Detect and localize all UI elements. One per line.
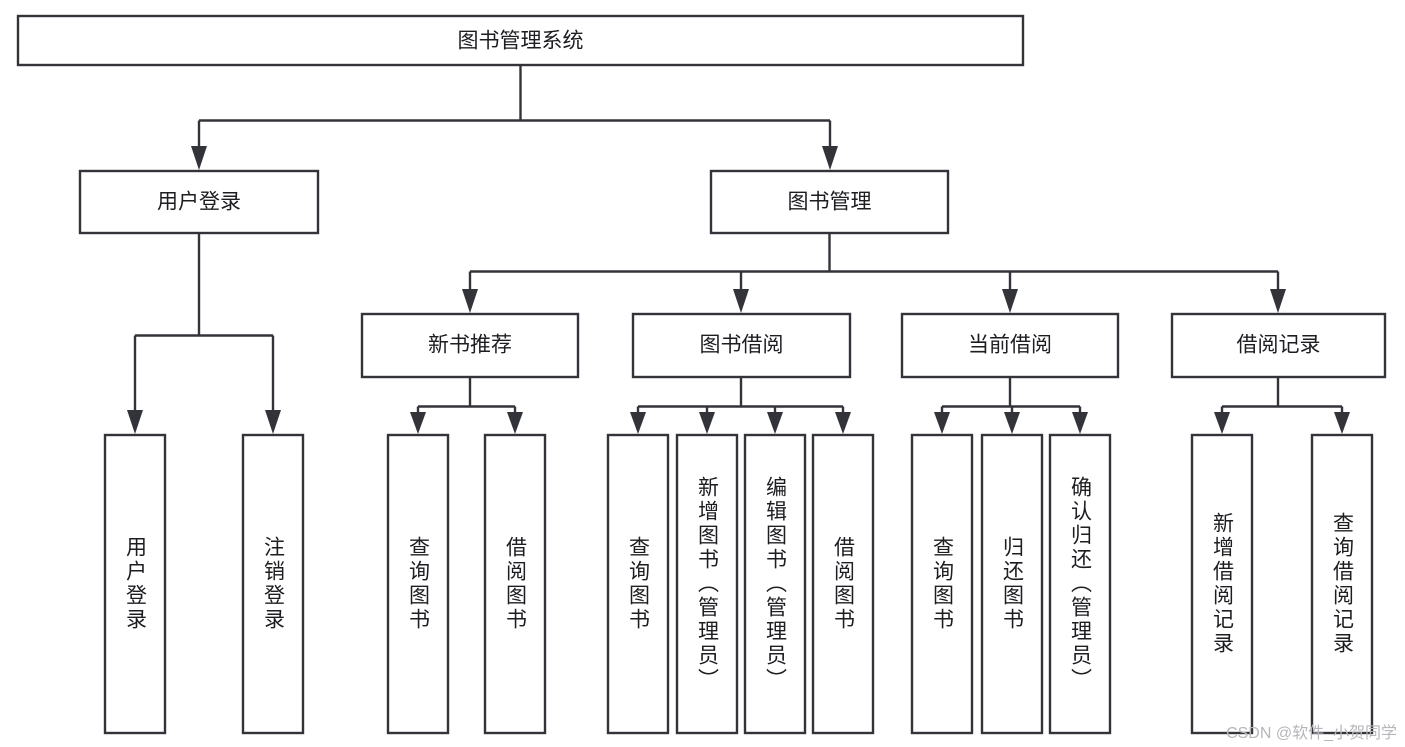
arrow-to-leaf-borrow-book [835,412,851,434]
node-leaf-query-book-current-box [910,433,974,735]
node-leaf-confirm-return-admin-box [1048,433,1112,735]
node-new-book-recommend-label: 新书推荐 [428,334,512,357]
node-leaf-add-borrow-record[interactable] [1190,433,1254,735]
node-current-borrow-box [900,312,1120,379]
node-user-login[interactable]: 用户登录 [78,169,320,235]
node-leaf-query-book-borrow[interactable] [606,433,670,735]
arrow-to-borrow-record [1270,289,1286,313]
node-user-login-label: 用户登录 [157,191,241,214]
node-leaf-user-login[interactable] [103,433,167,735]
node-leaf-query-book-current[interactable] [910,433,974,735]
node-book-borrow-label: 图书借阅 [700,334,784,357]
node-leaf-query-book-recommend[interactable] [386,433,450,735]
arrow-to-leaf-add-book-admin [699,412,715,434]
node-new-book-recommend-box [360,312,580,379]
node-leaf-edit-book-admin-box [743,433,807,735]
node-current-borrow-label: 当前借阅 [968,334,1052,357]
node-root-box [16,14,1025,67]
node-book-borrow-box [631,312,852,379]
arrow-to-leaf-add-borrow-record [1214,412,1230,434]
node-root-label: 图书管理系统 [458,30,584,53]
arrow-to-current-borrow [1002,289,1018,313]
csdn-watermark: CSDN @软件_小贺同学 [1226,725,1397,742]
arrow-root-to-book-management [822,146,838,170]
node-leaf-borrow-book-recommend-box [483,433,547,735]
node-book-management[interactable]: 图书管理 [709,169,950,235]
arrow-root-to-user-login [191,146,207,170]
arrow-to-leaf-logout-login [265,410,281,434]
node-leaf-return-book[interactable] [980,433,1044,735]
node-leaf-query-book-borrow-box [606,433,670,735]
node-leaf-logout-login[interactable] [241,433,305,735]
node-leaf-logout-login-box [241,433,305,735]
arrow-to-leaf-user-login [127,410,143,434]
node-current-borrow[interactable]: 当前借阅 [900,312,1120,379]
node-leaf-borrow-book-box [811,433,875,735]
node-leaf-add-book-admin[interactable] [675,433,739,735]
node-new-book-recommend[interactable]: 新书推荐 [360,312,580,379]
node-leaf-borrow-book[interactable] [811,433,875,735]
node-leaf-query-borrow-record[interactable] [1310,433,1374,735]
arrow-to-leaf-edit-book-admin [767,412,783,434]
arrow-to-leaf-query-book-recommend [410,412,426,434]
node-leaf-add-borrow-record-box [1190,433,1254,735]
node-borrow-record-label: 借阅记录 [1237,334,1321,357]
arrow-to-book-borrow [733,289,749,313]
node-book-management-box [709,169,950,235]
arrow-to-leaf-return-book [1004,412,1020,434]
node-leaf-confirm-return-admin[interactable] [1048,433,1112,735]
node-borrow-record-box [1170,312,1387,379]
node-leaf-edit-book-admin[interactable] [743,433,807,735]
node-leaf-return-book-box [980,433,1044,735]
node-leaf-query-borrow-record-box [1310,433,1374,735]
node-root[interactable]: 图书管理系统 [16,14,1025,67]
node-leaf-borrow-book-recommend[interactable] [483,433,547,735]
arrow-to-leaf-query-book-borrow [630,412,646,434]
node-book-management-label: 图书管理 [788,191,872,214]
node-leaf-query-book-recommend-box [386,433,450,735]
node-book-borrow[interactable]: 图书借阅 [631,312,852,379]
arrow-to-leaf-query-borrow-record [1334,412,1350,434]
node-borrow-record[interactable]: 借阅记录 [1170,312,1387,379]
node-user-login-box [78,169,320,235]
arrow-to-new-book-recommend [462,289,478,313]
node-leaf-add-book-admin-box [675,433,739,735]
connector-lines [127,65,1350,434]
node-leaf-user-login-box [103,433,167,735]
arrow-to-leaf-query-book-current [934,412,950,434]
arrow-to-leaf-borrow-book-recommend [507,412,523,434]
arrow-to-leaf-confirm-return-admin [1072,412,1088,434]
